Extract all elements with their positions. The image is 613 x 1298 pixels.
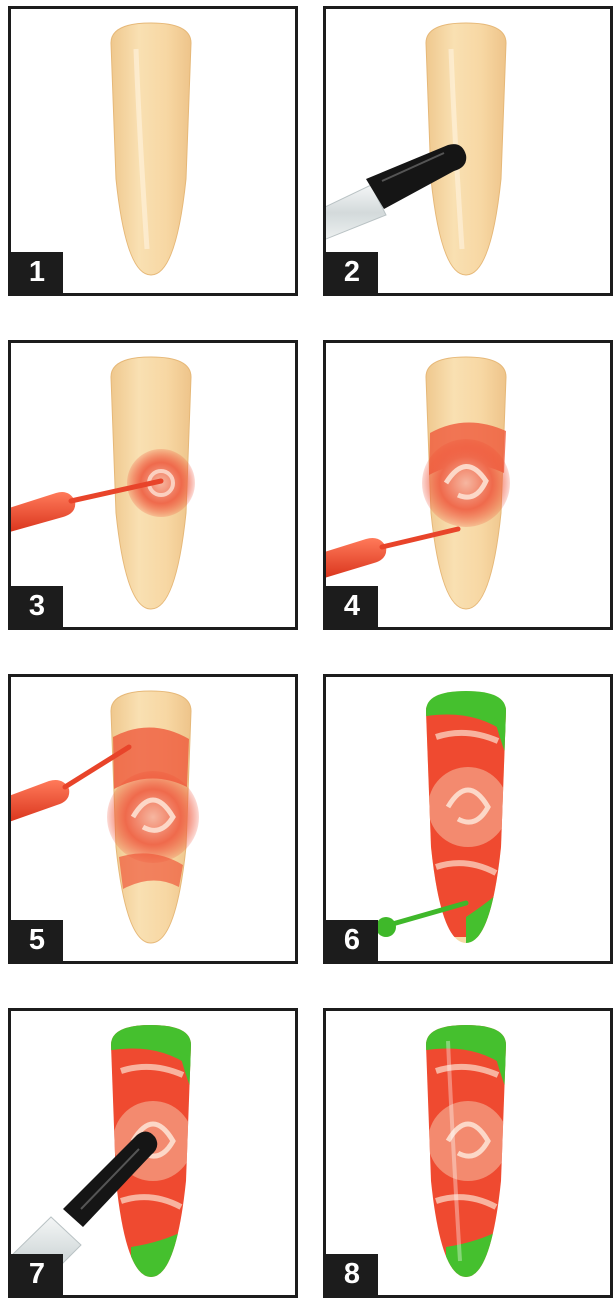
nail-illustration-8 xyxy=(326,1011,610,1295)
step-number-badge: 5 xyxy=(11,920,63,961)
step-panel-3: 3 xyxy=(8,340,298,630)
step-panel-1: 1 xyxy=(8,6,298,296)
nail-illustration-2 xyxy=(326,9,610,293)
step-panel-8: 8 xyxy=(323,1008,613,1298)
step-number-badge: 3 xyxy=(11,586,63,627)
nail-illustration-6 xyxy=(326,677,610,961)
step-number-badge: 2 xyxy=(326,252,378,293)
step-number-badge: 7 xyxy=(11,1254,63,1295)
nail-illustration-7 xyxy=(11,1011,295,1295)
nail-illustration-4 xyxy=(326,343,610,627)
step-number-badge: 8 xyxy=(326,1254,378,1295)
step-number-badge: 4 xyxy=(326,586,378,627)
nail-illustration-1 xyxy=(11,9,295,293)
step-panel-7: 7 xyxy=(8,1008,298,1298)
step-panel-4: 4 xyxy=(323,340,613,630)
step-number-badge: 6 xyxy=(326,920,378,961)
step-panel-6: 6 xyxy=(323,674,613,964)
step-panel-2: 2 xyxy=(323,6,613,296)
step-panel-5: 5 xyxy=(8,674,298,964)
nail-illustration-3 xyxy=(11,343,295,627)
nail-illustration-5 xyxy=(11,677,295,961)
step-number-badge: 1 xyxy=(11,252,63,293)
